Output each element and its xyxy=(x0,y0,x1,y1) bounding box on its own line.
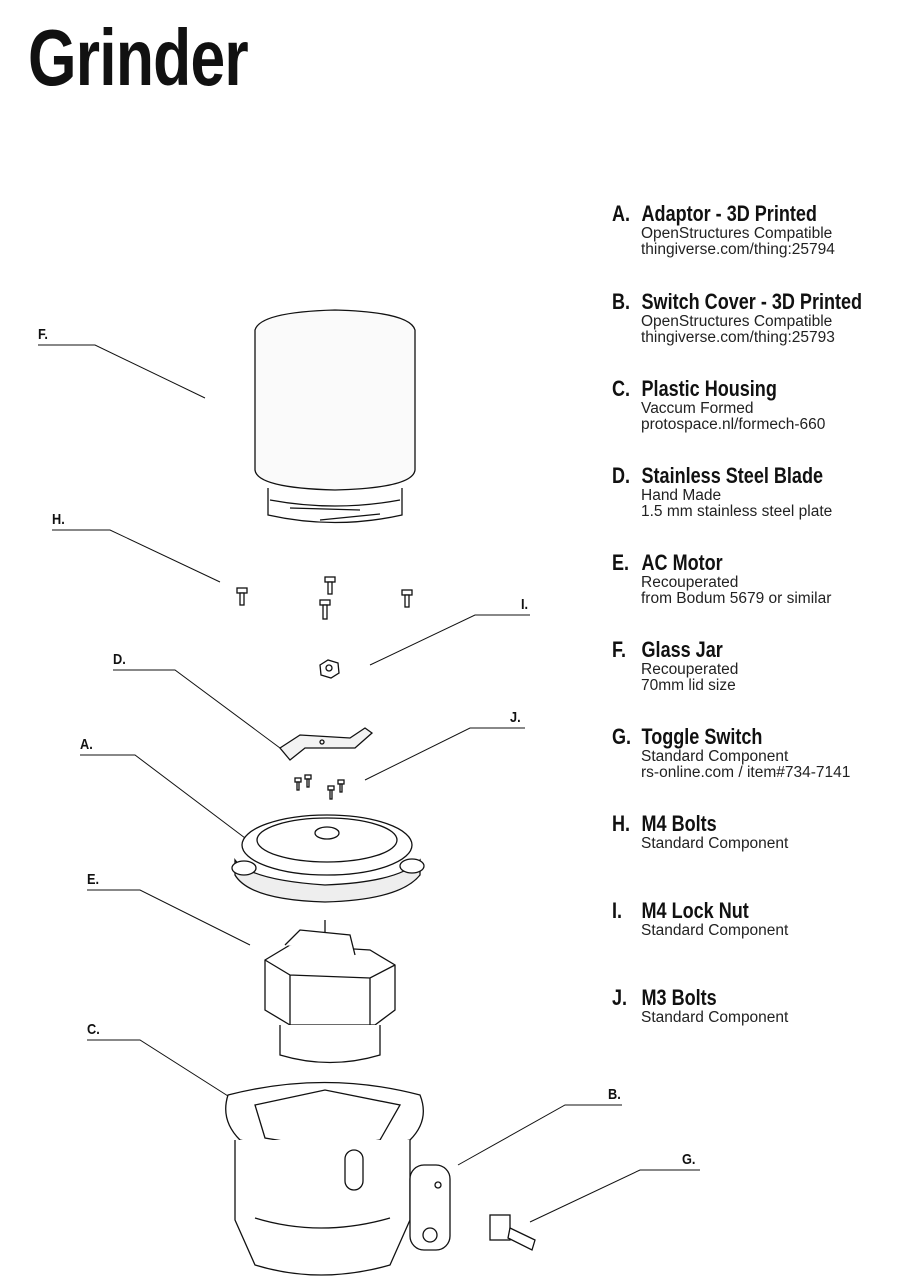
legend-detail: Hand Made xyxy=(641,487,722,504)
legend-item-h: H. M4 Bolts Standard Component xyxy=(612,812,788,852)
legend-detail: Standard Component xyxy=(641,835,789,852)
callout-e: E. xyxy=(87,871,100,888)
legend-letter: E. xyxy=(612,550,630,575)
legend-letter: B. xyxy=(612,289,631,314)
legend-detail: OpenStructures Compatible xyxy=(641,313,833,330)
callout-c: C. xyxy=(87,1021,100,1038)
legend-item-d: D. Stainless Steel Blade Hand Made 1.5 mm… xyxy=(612,464,869,520)
adaptor-part xyxy=(231,814,425,903)
legend-detail: thingiverse.com/thing:25794 xyxy=(641,241,835,258)
legend-name: Plastic Housing xyxy=(641,376,777,401)
legend-letter: H. xyxy=(612,811,631,836)
legend-item-f: F. Glass Jar Recouperated 70mm lid size xyxy=(612,638,747,694)
m3-bolts-part xyxy=(294,774,345,800)
legend-item-i: I. M4 Lock Nut Standard Component xyxy=(612,899,788,939)
legend-name: M4 Lock Nut xyxy=(641,898,749,923)
legend-letter: G. xyxy=(612,724,632,749)
toggle-switch-part xyxy=(489,1214,536,1251)
legend-detail: protospace.nl/formech-660 xyxy=(641,416,826,433)
plastic-housing-part xyxy=(225,1081,424,1276)
legend-detail: 70mm lid size xyxy=(641,677,736,694)
legend-name: M3 Bolts xyxy=(641,985,717,1010)
callout-g: G. xyxy=(682,1151,696,1168)
m4-bolts-part xyxy=(236,576,413,620)
legend-detail: rs-online.com / item#734-7141 xyxy=(641,764,851,781)
legend-item-j: J. M3 Bolts Standard Component xyxy=(612,986,788,1026)
legend-detail: thingiverse.com/thing:25793 xyxy=(641,329,835,346)
legend-item-e: E. AC Motor Recouperated from Bodum 5679 … xyxy=(612,551,831,607)
legend-name: Stainless Steel Blade xyxy=(641,463,824,488)
legend-detail: from Bodum 5679 or similar xyxy=(641,590,832,607)
legend-letter: J. xyxy=(612,985,628,1010)
lock-nut-part xyxy=(319,659,340,679)
page-title: Grinder xyxy=(28,13,249,102)
legend-name: Adaptor - 3D Printed xyxy=(641,201,817,226)
legend-detail: Standard Component xyxy=(641,1009,789,1026)
legend-item-g: G. Toggle Switch Standard Component rs-on… xyxy=(612,725,850,781)
callout-h: H. xyxy=(52,511,65,528)
legend-detail: OpenStructures Compatible xyxy=(641,225,833,242)
legend-item-a: A. Adaptor - 3D Printed OpenStructures Co… xyxy=(612,202,862,258)
glass-jar-part xyxy=(254,309,416,524)
legend-detail: Vaccum Formed xyxy=(641,400,754,417)
legend-letter: F. xyxy=(612,637,627,662)
legend-name: AC Motor xyxy=(641,550,723,575)
legend-letter: D. xyxy=(612,463,631,488)
legend-detail: Recouperated xyxy=(641,574,739,591)
legend-name: Glass Jar xyxy=(641,637,723,662)
legend-detail: Standard Component xyxy=(641,748,789,765)
callout-d: D. xyxy=(113,651,126,668)
legend-letter: I. xyxy=(612,898,623,923)
blade-part xyxy=(279,727,374,761)
ac-motor-part xyxy=(264,920,396,1064)
switch-cover-part xyxy=(409,1164,451,1251)
leader-lines xyxy=(38,344,700,1223)
legend-item-b: B. Switch Cover - 3D Printed OpenStructur… xyxy=(612,290,917,346)
legend-letter: A. xyxy=(612,201,631,226)
legend-name: M4 Bolts xyxy=(641,811,717,836)
legend-detail: Recouperated xyxy=(641,661,739,678)
callout-i: I. xyxy=(521,596,529,613)
legend-name: Switch Cover - 3D Printed xyxy=(641,289,863,314)
callout-j: J. xyxy=(510,709,521,726)
legend-detail: Standard Component xyxy=(641,922,789,939)
legend-detail: 1.5 mm stainless steel plate xyxy=(641,503,833,520)
callout-a: A. xyxy=(80,736,93,753)
legend-letter: C. xyxy=(612,376,631,401)
legend-name: Toggle Switch xyxy=(641,724,763,749)
legend-item-c: C. Plastic Housing Vaccum Formed protospa… xyxy=(612,377,825,433)
callout-b: B. xyxy=(608,1086,621,1103)
callout-f: F. xyxy=(38,326,48,343)
